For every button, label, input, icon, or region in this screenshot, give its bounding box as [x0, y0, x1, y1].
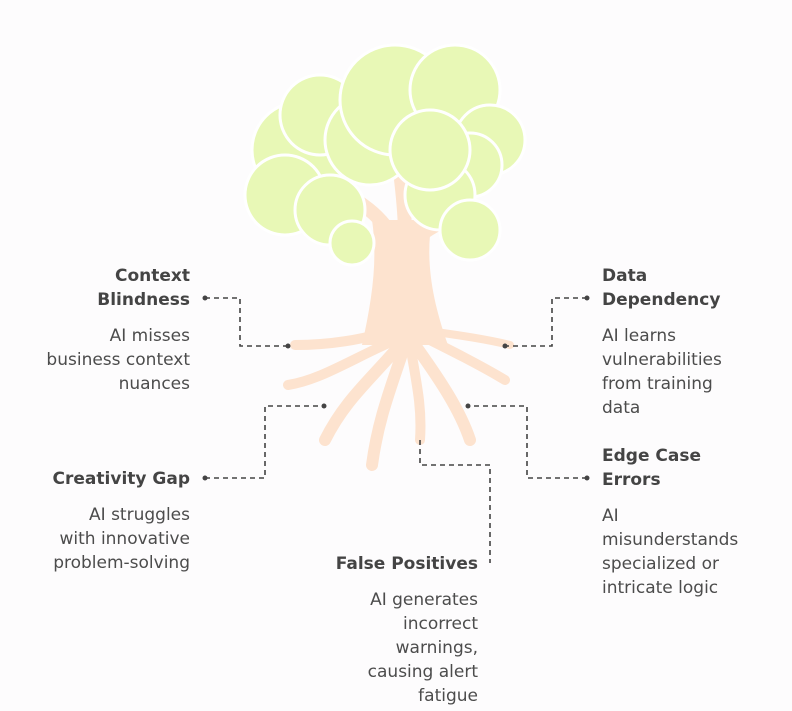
- connector-dot: [202, 295, 208, 301]
- item-title: Data Dependency: [602, 266, 721, 310]
- item-description: AI struggles with innovative problem-sol…: [53, 505, 190, 573]
- connector-creativity: [205, 405, 324, 479]
- item-title: Edge Case Errors: [602, 446, 701, 490]
- item-context-blindness: Context Blindness AI misses business con…: [0, 264, 190, 396]
- tree-trunk: [362, 220, 448, 345]
- item-title: False Positives: [335, 554, 478, 574]
- item-edge-case-errors: Edge Case Errors AI misunderstands speci…: [602, 444, 782, 600]
- item-description: AI learns vulnerabilities from training …: [602, 326, 722, 418]
- connector-edge: [468, 405, 587, 479]
- item-description: AI misunderstands specialized or intrica…: [602, 506, 739, 598]
- item-data-dependency: Data Dependency AI learns vulnerabilitie…: [602, 264, 782, 420]
- item-false-positives: False Positives AI generates incorrect w…: [278, 552, 478, 708]
- tree-foliage: [243, 43, 527, 267]
- item-description: AI misses business context nuances: [46, 326, 190, 394]
- connector-dot: [584, 475, 590, 481]
- connector-context: [205, 297, 288, 347]
- item-title: Creativity Gap: [52, 469, 190, 489]
- connector-dot: [321, 403, 327, 409]
- connector-data: [505, 297, 587, 347]
- item-title: Context Blindness: [97, 266, 190, 310]
- connector-dot: [502, 343, 508, 349]
- connector-false: [419, 440, 491, 563]
- connector-dot: [285, 343, 291, 349]
- connector-dot: [202, 475, 208, 481]
- item-description: AI generates incorrect warnings, causing…: [367, 590, 478, 706]
- connector-dot: [465, 403, 471, 409]
- connector-dot: [584, 295, 590, 301]
- item-creativity-gap: Creativity Gap AI struggles with innovat…: [0, 467, 190, 575]
- tree-roots: [283, 325, 514, 471]
